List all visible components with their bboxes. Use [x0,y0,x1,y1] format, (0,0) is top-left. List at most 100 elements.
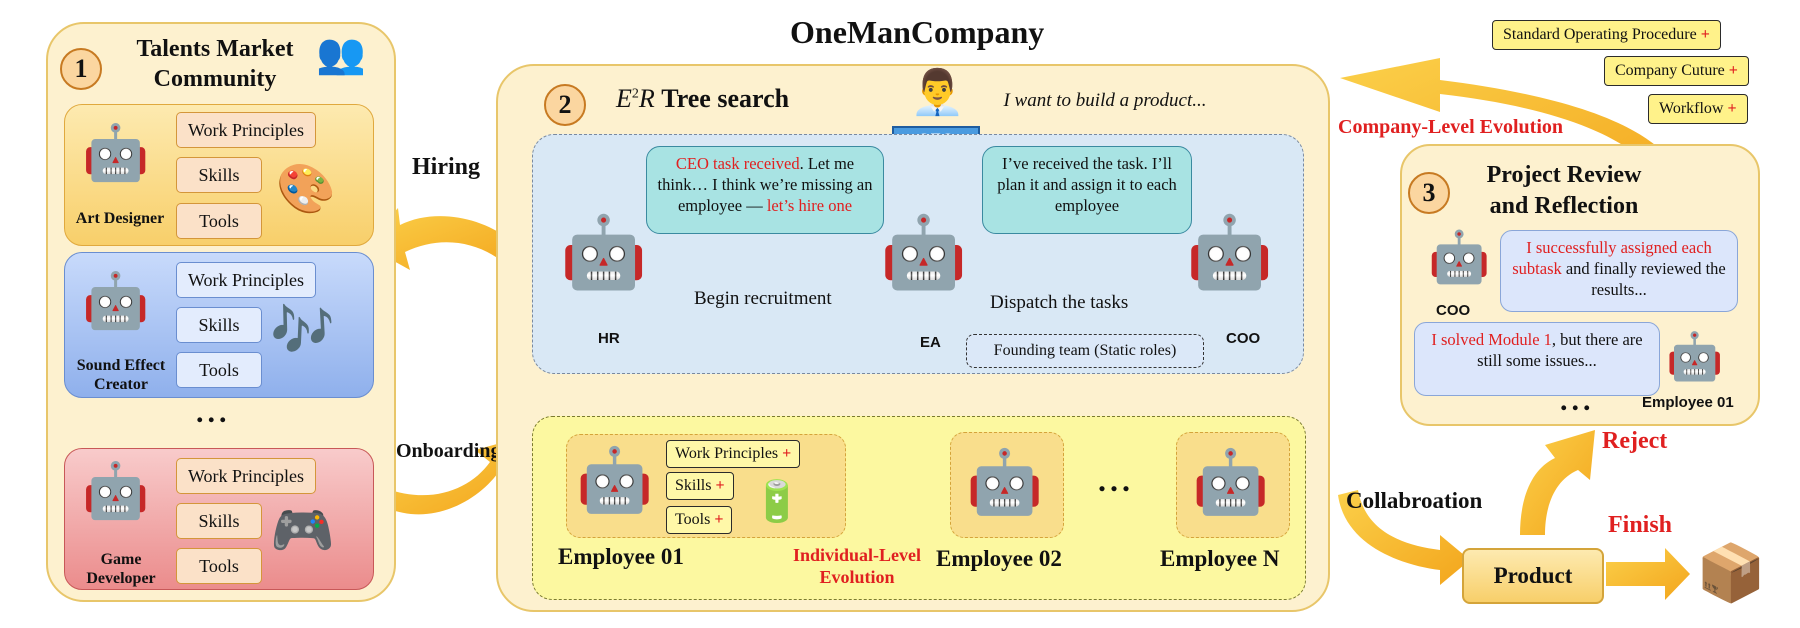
tag-tools: Tools [176,352,262,388]
bubble-red-text: I successfully assigned each subtask [1512,238,1712,278]
plus-icon: + [1727,100,1737,117]
robot-icon: 🤖 [82,271,150,331]
sop-tag: Standard Operating Procedure + [1492,20,1721,50]
ceo-avatar-icon: 👨‍💼 [910,68,965,117]
workflow-tag: Workflow + [1648,94,1748,124]
hiring-arrow [365,208,528,270]
founding-team-label: Founding team (Static roles) [966,334,1204,368]
onboarding-label: Onboarding [396,440,501,462]
hr-label: HR [598,330,620,347]
paint-icon: 🎨 [276,163,336,216]
coo-label: COO [1226,330,1261,347]
company-evolution-arrow [1340,58,1690,212]
agent-name-line1: Sound Effect [76,357,166,374]
employee-review-bubble: I solved Module 1, but there are still s… [1414,322,1660,396]
sop-text: Workflow [1659,100,1724,117]
robot-icon: 🤖 [82,461,150,521]
agent-name: Game Developer [66,550,176,588]
coo-robot-icon: 🤖 [1186,215,1274,292]
bubble-red-text: let’s hire one [766,196,853,215]
coo-review-bubble: I successfully assigned each subtask and… [1500,230,1738,312]
title-line-1: Talents Market [136,36,294,62]
agent-name: Sound Effect Creator [66,356,176,394]
employee02-card[interactable] [950,432,1064,538]
review-coo-label: COO [1436,302,1471,319]
reject-arrow [1520,430,1595,535]
team-icon: 👥 [316,31,366,76]
plus-icon: + [782,445,792,462]
coo-speech-bubble: I’ve received the task. I’ll plan it and… [982,146,1192,234]
step-number-1: 1 [60,48,102,90]
robot-icon: 🤖 [576,447,654,515]
employeeN-card[interactable] [1176,432,1290,538]
tag-text: Work Principles [675,445,779,462]
hr-robot-icon: 🤖 [560,215,648,292]
ea-robot-icon: 🤖 [880,215,968,292]
ellipsis: ... [1098,462,1134,498]
tag-tools: Tools [176,203,262,239]
sop-text: Company Cuture [1615,62,1725,79]
ellipsis: ... [1560,384,1595,417]
individual-evolution-label: Individual-Level Evolution [772,544,942,588]
music-icon: 🎶 [270,303,335,360]
reject-label: Reject [1602,428,1668,454]
agent-name: Art Designer [75,210,165,227]
agent-name-line2: Developer [86,570,156,587]
tree-search-label: Tree search [661,84,790,113]
review-title-line1: Project Review [1486,162,1642,188]
tag-work-principles: Work Principles + [666,440,801,468]
tag-skills: Skills [176,157,262,193]
tag-skills: Skills + [666,472,734,500]
collaboration-label: Collabroation [1346,488,1483,513]
hr-speech-bubble: CEO task received. Let me think… I think… [646,146,884,234]
agent-name-line2: Creator [94,376,148,393]
dispatch-tasks-label: Dispatch the tasks [990,292,1129,313]
plus-icon: + [1700,26,1710,43]
tag-text: Tools [675,511,711,528]
individual-evolution-line2: Evolution [819,567,895,587]
bubble-red-text: CEO task received [675,154,800,173]
employeeN-name: Employee N [1160,546,1280,571]
company-evolution-label: Company-Level Evolution [1338,116,1564,138]
plus-icon: + [1728,62,1738,79]
review-employee-label: Employee 01 [1642,394,1734,411]
battery-icon: 🔋 [752,479,802,524]
robot-icon: 🤖 [966,449,1044,517]
robot-icon: 🤖 [1192,449,1270,517]
review-title-line2: and Reflection [1489,193,1639,219]
step-number-3: 3 [1408,172,1450,214]
culture-tag: Company Cuture + [1604,56,1749,86]
page-title: OneManCompany [790,14,1045,50]
title-line-2: Community [153,66,277,92]
begin-recruitment-label: Begin recruitment [694,288,832,309]
ceo-thought: I want to build a product... [1003,90,1207,111]
tag-work-principles: Work Principles [176,262,316,298]
sop-text: Standard Operating Procedure [1503,26,1697,43]
hiring-label: Hiring [412,154,481,180]
finish-label: Finish [1608,512,1673,538]
bubble-text: . Let me think… I think we’re missing an… [657,154,873,215]
individual-evolution-line1: Individual-Level [792,545,922,565]
plus-icon: + [715,477,725,494]
gamepad-icon: 🎮 [270,503,335,560]
tag-text: Skills [675,477,712,494]
review-title: Project Review and Reflection [1454,160,1674,222]
collaboration-arrow [1338,490,1470,585]
tag-skills: Skills [176,307,262,343]
robot-icon: 🤖 [82,123,150,183]
finish-arrow [1606,548,1690,600]
employee-robot-icon: 🤖 [1666,331,1724,382]
ellipsis: ... [196,396,231,429]
employee01-name: Employee 01 [558,544,684,569]
tag-skills: Skills [176,503,262,539]
tag-work-principles: Work Principles [176,458,316,494]
employee02-name: Employee 02 [936,546,1062,571]
step-number-2: 2 [544,84,586,126]
talents-market-title: Talents Market Community [120,34,310,94]
product-box[interactable]: Product [1462,548,1604,604]
ea-label: EA [920,334,941,351]
bubble-text: , but there are still some issues... [1477,330,1643,370]
package-icon: 📦 [1696,543,1766,605]
bubble-text: and finally reviewed the results... [1561,259,1726,299]
bubble-red-text: I solved Module 1 [1431,330,1552,349]
